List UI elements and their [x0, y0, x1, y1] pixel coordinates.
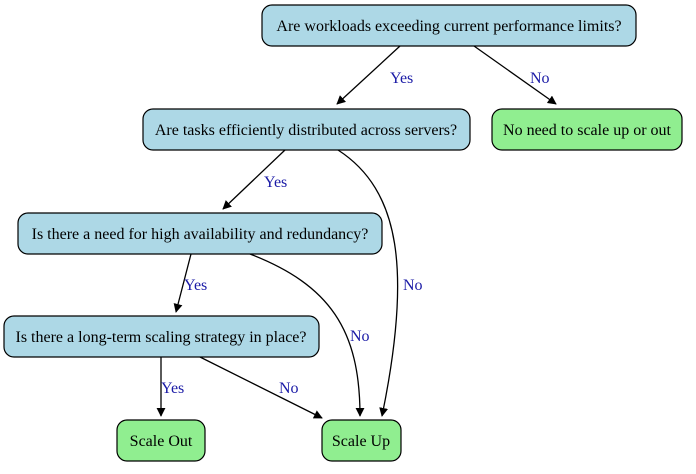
edge-q3-to-q4: Yes	[173, 253, 207, 313]
decision-node-workloads: Are workloads exceeding current performa…	[261, 4, 637, 47]
edge-q4-to-scale-out-label: Yes	[161, 380, 184, 397]
outcome-node-scale-up: Scale Up	[321, 419, 402, 462]
outcome-node-no-scale-label: No need to scale up or out	[503, 122, 672, 139]
edges: Yes No Yes No Yes No Yes No	[156, 45, 557, 419]
edge-q1-to-q2: Yes	[336, 45, 413, 105]
edge-q1-to-no-scale-line	[473, 45, 557, 105]
edge-q4-to-scale-up-line	[199, 356, 323, 419]
edge-q3-to-q4-label: Yes	[184, 277, 207, 294]
decision-node-availability: Is there a need for high availability an…	[17, 212, 383, 255]
edge-q1-to-q2-line	[336, 45, 401, 105]
edge-q4-to-scale-up-label: No	[279, 380, 299, 397]
edge-q1-to-q2-label: Yes	[390, 70, 413, 87]
edge-q3-to-scale-up: No	[249, 253, 370, 417]
edge-q3-to-scale-up-line	[249, 253, 365, 417]
edge-q2-to-scale-up-line	[337, 149, 399, 417]
decision-node-scaling-strategy-label: Is there a long-term scaling strategy in…	[16, 329, 307, 346]
outcome-node-no-scale: No need to scale up or out	[491, 108, 683, 151]
decision-node-task-distribution: Are tasks efficiently distributed across…	[142, 108, 471, 151]
edge-q3-to-scale-up-label: No	[350, 328, 370, 345]
outcome-node-scale-up-label: Scale Up	[332, 433, 390, 450]
decision-node-availability-label: Is there a need for high availability an…	[32, 226, 369, 243]
edge-q3-to-q4-line	[173, 253, 192, 313]
edge-q4-to-scale-out: Yes	[156, 357, 184, 417]
edge-q1-to-no-scale-label: No	[530, 70, 550, 87]
decision-node-scaling-strategy: Is there a long-term scaling strategy in…	[3, 315, 320, 358]
edge-q2-to-scale-up-label: No	[403, 277, 423, 294]
outcome-node-scale-out: Scale Out	[116, 419, 206, 462]
edge-q2-to-q3-label: Yes	[264, 174, 287, 191]
outcome-node-scale-up-box	[321, 419, 402, 462]
outcome-node-scale-out-box	[116, 419, 206, 462]
decision-node-workloads-box	[261, 4, 637, 47]
nodes: Are workloads exceeding current performa…	[3, 4, 683, 462]
edge-q4-to-scale-up: No	[199, 356, 323, 419]
outcome-node-no-scale-box	[491, 108, 683, 151]
edge-q2-to-q3-line	[222, 149, 286, 210]
decision-node-task-distribution-label: Are tasks efficiently distributed across…	[155, 122, 457, 139]
decision-node-availability-box	[17, 212, 383, 255]
edge-q2-to-scale-up: No	[337, 149, 423, 417]
decision-node-task-distribution-box	[142, 108, 471, 151]
decision-node-workloads-label: Are workloads exceeding current performa…	[276, 18, 621, 35]
edge-q2-to-q3: Yes	[222, 149, 287, 210]
outcome-node-scale-out-label: Scale Out	[130, 433, 193, 450]
edge-q1-to-no-scale: No	[473, 45, 557, 105]
decision-node-scaling-strategy-box	[3, 315, 320, 358]
